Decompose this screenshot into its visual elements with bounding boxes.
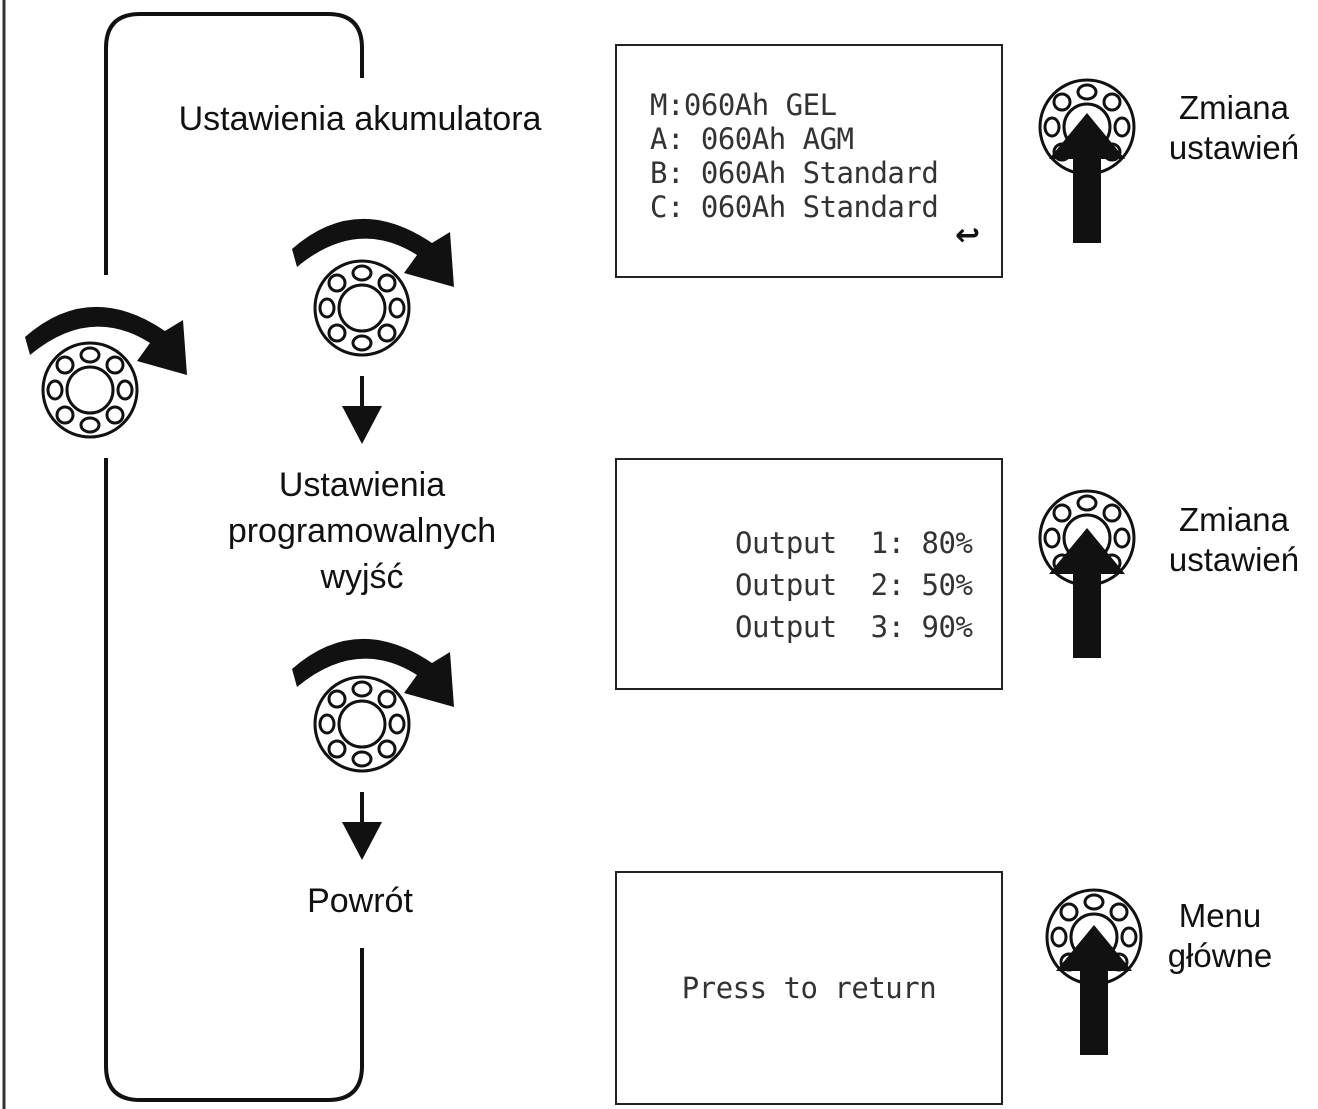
step-label-battery-settings: Ustawienia akumulatora	[178, 100, 542, 138]
step-label-programmable-outputs: Ustawienia programowalnych wyjść	[180, 462, 544, 600]
lcd-line: Output 2: 50%	[735, 568, 973, 602]
down-arrow-icon	[340, 374, 384, 446]
down-arrow-icon	[340, 790, 384, 862]
action-label-line: Zmiana	[1178, 501, 1290, 538]
action-label-line: ustawień	[1168, 541, 1300, 578]
lcd-screen-outputs: Output 1: 80% Output 2: 50% Output 3: 90…	[615, 458, 1003, 690]
return-arrow-icon: ↩	[955, 218, 981, 253]
lcd-line: M:060Ah GEL	[650, 88, 837, 122]
action-label-line: główne	[1167, 937, 1273, 974]
knob-icon[interactable]	[41, 341, 139, 439]
lcd-line: Press to return	[681, 971, 937, 1005]
action-label-change-settings: Zmiana ustawień	[1150, 88, 1318, 168]
action-label-line: Menu	[1178, 897, 1262, 934]
step-label-line: wyjść	[320, 558, 404, 596]
lcd-line: A: 060Ah AGM	[650, 122, 854, 156]
knob-icon[interactable]	[313, 259, 411, 357]
lcd-screen-battery: M:060Ah GEL A: 060Ah AGM B: 060Ah Standa…	[615, 44, 1003, 278]
lcd-line: Output 1: 80%	[735, 526, 973, 560]
lcd-screen-return: Press to return	[615, 871, 1003, 1105]
lcd-line: C: 060Ah Standard	[650, 190, 939, 224]
step-label-line: Ustawienia	[278, 466, 446, 504]
action-label-main-menu: Menu główne	[1150, 896, 1290, 976]
lcd-line: Output 3: 90%	[735, 610, 973, 644]
step-label-line: programowalnych	[227, 512, 497, 550]
knob-icon[interactable]	[313, 675, 411, 773]
step-label-return: Powrót	[307, 882, 413, 920]
action-label-change-settings: Zmiana ustawień	[1150, 500, 1318, 580]
action-label-line: Zmiana	[1178, 89, 1290, 126]
loop-line	[104, 12, 364, 275]
action-label-line: ustawień	[1168, 129, 1300, 166]
lcd-line: B: 060Ah Standard	[650, 156, 939, 190]
loop-line-bottom	[104, 458, 364, 1102]
